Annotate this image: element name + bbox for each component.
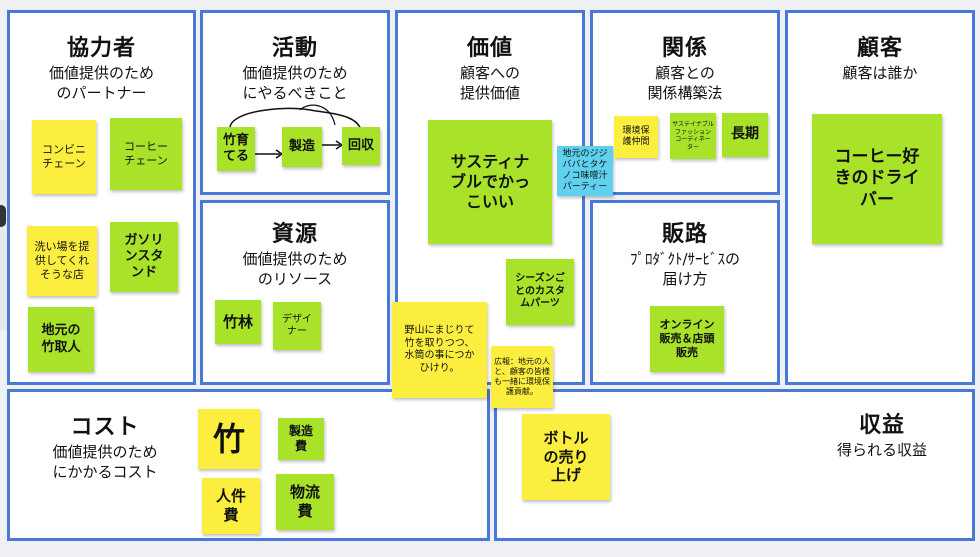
sticky-note[interactable]: 地元のジジ ババとタケ ノコ味噌汁 パーティー [557, 146, 613, 196]
activities-subtitle: 価値提供のため にやるべきこと [242, 64, 348, 102]
sticky-note[interactable]: 竹林 [215, 300, 261, 344]
sticky-note[interactable]: ガソリ ンスタ ンド [110, 222, 178, 292]
cost-subtitle: 価値提供のため にかかるコスト [52, 443, 158, 481]
value-subtitle: 顧客への 提供価値 [459, 64, 520, 102]
sticky-note[interactable]: シーズンご とのカスタ ムパーツ [506, 259, 574, 325]
revenue-subtitle: 得られる収益 [836, 441, 927, 459]
sticky-note[interactable]: 物流 費 [276, 474, 334, 530]
sticky-note[interactable]: 人件 費 [202, 478, 260, 534]
sticky-note[interactable]: オンライン 販売＆店頭 販売 [650, 306, 724, 372]
sticky-note[interactable]: コーヒー チェーン [110, 118, 182, 190]
sticky-note[interactable]: ボトル の売り 上げ [522, 414, 610, 500]
sticky-note[interactable]: 環境保 護仲間 [614, 116, 658, 158]
relationships-block: 関係 顧客との 関係構築法 [590, 10, 780, 195]
sticky-note[interactable]: 回収 [342, 127, 380, 165]
customers-title: 顧客 [856, 36, 903, 61]
channels-title: 販路 [661, 222, 708, 247]
sticky-note[interactable]: 製造 [282, 127, 322, 167]
sticky-note[interactable]: デザイ ナー [273, 302, 321, 350]
relationships-title: 関係 [661, 36, 708, 61]
sticky-note[interactable]: サステイナブル ファッション コーディネー ター [670, 113, 716, 159]
sticky-note[interactable]: 地元の 竹取人 [28, 307, 94, 372]
sticky-note[interactable]: 洗い場を提 供してくれ そうな店 [27, 226, 97, 296]
activities-title: 活動 [271, 36, 318, 61]
sticky-note[interactable]: コンビニ チェーン [32, 120, 96, 194]
sticky-note[interactable]: サスティナ ブルでかっ こいい [428, 120, 552, 244]
cost-title: コスト [70, 415, 140, 440]
sticky-note[interactable]: 竹育 てる [217, 127, 255, 171]
customers-subtitle: 顧客は誰か [842, 64, 918, 82]
sticky-note[interactable]: コーヒー好 きのドライ バー [812, 114, 942, 244]
resources-block: 資源 価値提供のため のリソース [200, 200, 390, 385]
sticky-note[interactable]: 製造 費 [278, 418, 324, 460]
relationships-subtitle: 顧客との 関係構築法 [647, 64, 723, 102]
sticky-note[interactable]: 長期 [722, 113, 768, 157]
sticky-note[interactable]: 野山にまじりて 竹を取りつつ、 水筒の事につか ひけり。 [392, 302, 487, 398]
sticky-note[interactable]: 広報：地元の人 と、顧客の皆様 も一緒に環境保 護貢献。 [491, 346, 553, 408]
partners-subtitle: 価値提供のため のパートナー [48, 64, 154, 102]
channels-subtitle: ﾌﾟﾛﾀﾞｸﾄ/ｻｰﾋﾞｽの 届け方 [629, 250, 741, 288]
revenue-title: 収益 [858, 413, 905, 438]
value-title: 価値 [466, 36, 513, 61]
sticky-note[interactable]: 竹 [198, 409, 260, 469]
resources-subtitle: 価値提供のため のリソース [242, 250, 348, 288]
drag-handle-icon[interactable] [0, 205, 6, 227]
resources-title: 資源 [271, 222, 318, 247]
partners-title: 協力者 [66, 36, 136, 61]
